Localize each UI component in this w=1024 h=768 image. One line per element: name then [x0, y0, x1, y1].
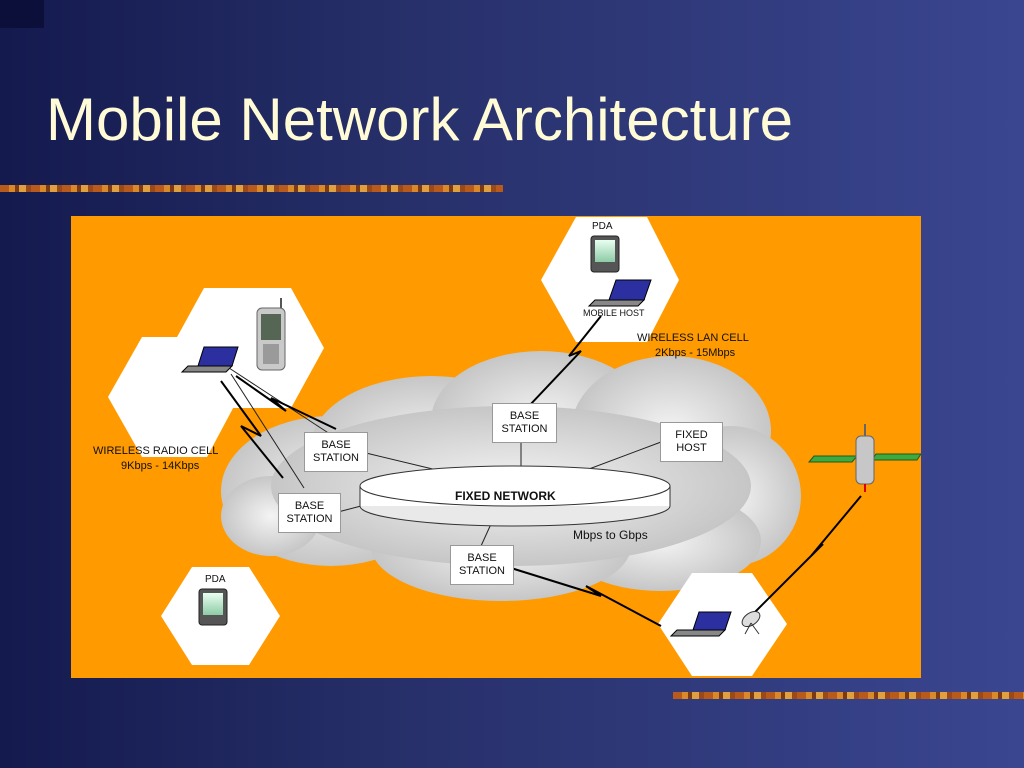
base-station-label: STATION [458, 565, 506, 577]
wireless-link-satellite-host [510, 567, 662, 627]
mobile-host-label: MOBILE HOST [583, 308, 645, 318]
fixed-host-label: FIXED [675, 429, 708, 441]
base-station-label: STATION [501, 423, 548, 435]
fixed-network-disc [359, 465, 671, 527]
satellite-host-laptop-icon [669, 611, 732, 637]
wireless-radio-cell-label: WIRELESS RADIO CELL [93, 445, 219, 457]
decorative-stripe-bottom [673, 692, 1024, 699]
base-station-box-bottom: BASE STATION [450, 545, 514, 585]
pda-icon-bottom [198, 588, 228, 626]
base-station-box-top: BASE STATION [492, 403, 557, 443]
network-speed-label: Mbps to Gbps [573, 528, 648, 542]
mobile-phone-icon [256, 298, 286, 371]
corner-decoration [0, 0, 44, 28]
wireless-link-mobile-host [528, 315, 602, 407]
fixed-host-box: FIXED HOST [660, 422, 723, 462]
wireless-lan-cell-speed: 2Kbps - 15Mbps [655, 347, 736, 359]
pda-icon [590, 235, 620, 273]
wireless-link-satellite [750, 495, 862, 617]
decorative-stripe-top [0, 185, 503, 192]
network-diagram: PDA MOBILE HOST WIRELESS LAN CELL 2Kbps … [71, 216, 921, 678]
base-station-label: BASE [294, 500, 325, 512]
mobile-host-laptop-icon [587, 279, 652, 307]
satellite-dish-icon [741, 610, 761, 635]
fixed-host-label: HOST [676, 442, 707, 454]
satellite-icon [807, 424, 921, 492]
wireless-link-phone [235, 375, 337, 430]
base-station-box-left: BASE STATION [304, 432, 368, 472]
wireless-link-laptop [220, 380, 284, 479]
wireless-radio-cell-speed: 9Kbps - 14Kbps [121, 460, 200, 472]
fixed-network-label: FIXED NETWORK [455, 489, 556, 503]
base-station-label: BASE [509, 410, 540, 422]
pda-top-label: PDA [592, 221, 613, 232]
base-station-label: STATION [286, 513, 333, 525]
base-station-label: STATION [312, 452, 360, 464]
base-station-label: BASE [321, 439, 351, 451]
base-station-label: BASE [467, 552, 497, 564]
slide-title: Mobile Network Architecture [46, 86, 793, 153]
base-station-box-bottom-left: BASE STATION [278, 493, 341, 533]
wireless-links [220, 315, 862, 627]
pda-bottom-label: PDA [205, 574, 226, 585]
hexagon-pda-top-cell [541, 217, 679, 342]
laptop-icon [180, 346, 239, 373]
wireless-lan-cell-label: WIRELESS LAN CELL [637, 332, 749, 344]
